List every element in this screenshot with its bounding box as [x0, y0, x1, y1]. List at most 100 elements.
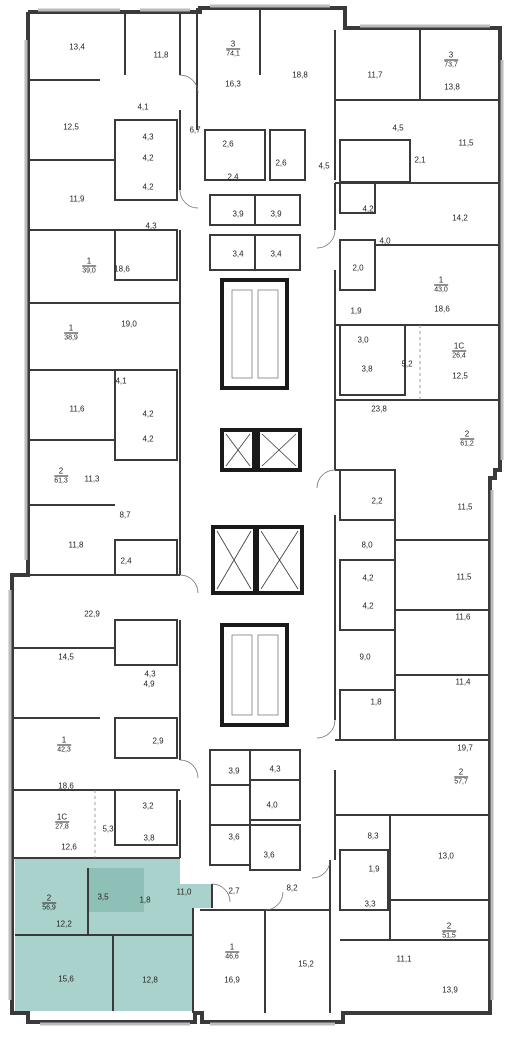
room-area-label: 1,9	[368, 864, 380, 874]
apartment-marker[interactable]: 2 61,3	[54, 467, 68, 486]
door-swings	[179, 74, 336, 911]
apartment-rooms: 1	[229, 942, 235, 952]
apartment-rooms: 1С	[453, 341, 465, 351]
room-area-label: 3,9	[232, 209, 244, 219]
room-area-label: 4,2	[362, 601, 374, 611]
room-area-label: 2,9	[152, 736, 164, 746]
room-area-label: 11,4	[455, 677, 471, 687]
apartment-rooms: 1	[438, 275, 444, 285]
apartment-marker[interactable]: 2 61,2	[460, 430, 474, 449]
window-strips	[8, 4, 504, 1026]
apartment-rooms: 2	[46, 893, 52, 903]
apartment-area: 73,7	[444, 59, 458, 69]
apartment-area: 57,7	[454, 776, 468, 786]
room-area-label: 13,0	[438, 851, 454, 861]
room-area-label: 2,6	[275, 158, 287, 168]
room-area-label: 18,6	[114, 264, 130, 274]
apartment-marker[interactable]: 3 74,1	[226, 40, 240, 59]
room-area-label: 3,9	[228, 766, 240, 776]
room-area-label: 15,6	[58, 974, 74, 984]
room-area-label: 4,2	[142, 409, 154, 419]
apartment-marker[interactable]: 1 42,3	[57, 736, 71, 755]
room-area-label: 2,4	[120, 556, 132, 566]
room-area-label: 15,2	[298, 959, 314, 969]
room-area-label: 11,8	[153, 50, 169, 60]
room-area-label: 8,2	[286, 883, 298, 893]
apartment-area: 61,2	[460, 438, 474, 448]
room-area-label: 11,8	[68, 540, 84, 550]
room-area-label: 3,8	[143, 833, 155, 843]
apartment-marker[interactable]: 1С 27,8	[55, 813, 69, 832]
outer-walls	[10, 6, 502, 1024]
apartment-area: 27,8	[55, 821, 69, 831]
room-area-label: 11,6	[455, 612, 471, 622]
room-area-label: 3,4	[232, 249, 244, 259]
room-area-label: 18,6	[58, 781, 74, 791]
room-area-label: 11,5	[458, 138, 474, 148]
apartment-rooms: 1	[61, 735, 67, 745]
apartment-rooms: 3	[448, 50, 454, 60]
apartment-area: 56,9	[42, 902, 56, 912]
apartment-marker[interactable]: 1С 26,4	[452, 342, 466, 361]
apartment-rooms: 2	[464, 429, 470, 439]
room-area-label: 3,2	[142, 801, 154, 811]
room-area-label: 4,2	[142, 182, 154, 192]
room-area-label: 9,0	[359, 652, 371, 662]
room-area-label: 2,7	[228, 886, 240, 896]
room-area-label: 2,6	[222, 139, 234, 149]
room-area-label: 23,8	[371, 404, 387, 414]
apartment-marker[interactable]: 2 51,5	[442, 922, 456, 941]
room-area-label: 3,6	[263, 850, 275, 860]
room-area-label: 4,2	[142, 434, 154, 444]
room-area-label: 4,2	[362, 573, 374, 583]
apartment-area: 46,6	[225, 951, 239, 961]
room-area-label: 4,1	[137, 102, 149, 112]
dashed-partitions	[94, 325, 421, 858]
apartment-rooms: 3	[230, 39, 236, 49]
room-area-label: 4,5	[318, 161, 330, 171]
apartment-rooms: 1	[68, 323, 74, 333]
apartment-rooms: 2	[446, 921, 452, 931]
room-area-label: 14,5	[58, 652, 74, 662]
room-area-label: 12,2	[56, 919, 72, 929]
room-area-label: 13,8	[444, 82, 460, 92]
room-area-label: 1,8	[370, 697, 382, 707]
room-area-label: 4,3	[144, 669, 156, 679]
room-area-label: 12,5	[63, 122, 79, 132]
room-area-label: 11,1	[396, 954, 412, 964]
apartment-marker[interactable]: 1 46,6	[225, 943, 239, 962]
apartment-marker[interactable]: 1 38,9	[64, 324, 78, 343]
room-area-label: 11,7	[367, 70, 383, 80]
apartment-rooms: 2	[58, 466, 64, 476]
apartment-marker[interactable]: 1 43,0	[434, 276, 448, 295]
room-area-label: 8,0	[361, 540, 373, 550]
apartment-marker[interactable]: 2 57,7	[454, 768, 468, 787]
room-area-label: 4,0	[379, 236, 391, 246]
room-area-label: 14,2	[452, 213, 468, 223]
room-area-label: 4,9	[143, 679, 155, 689]
room-area-label: 4,2	[142, 153, 154, 163]
room-area-label: 2,2	[371, 496, 383, 506]
room-area-label: 12,8	[142, 975, 158, 985]
room-area-label: 3,9	[270, 209, 282, 219]
room-area-label: 4,1	[115, 376, 127, 386]
room-area-label: 3,4	[270, 249, 282, 259]
apartment-area: 39,0	[82, 265, 96, 275]
room-area-label: 11,0	[176, 887, 192, 897]
elevator-shafts	[216, 433, 299, 590]
apartment-rooms: 1С	[56, 812, 68, 822]
room-area-label: 3,6	[228, 832, 240, 842]
room-area-label: 18,6	[434, 304, 450, 314]
apartment-marker[interactable]: 1 39,0	[82, 257, 96, 276]
room-area-label: 11,3	[84, 474, 100, 484]
room-area-label: 13,4	[69, 42, 85, 52]
room-area-label: 19,0	[121, 319, 137, 329]
room-area-label: 3,5	[97, 892, 109, 902]
apartment-marker[interactable]: 3 73,7	[444, 51, 458, 70]
room-area-label: 2,4	[227, 172, 239, 182]
apartment-marker-selected[interactable]: 2 56,9	[42, 894, 56, 913]
room-area-label: 4,3	[145, 221, 157, 231]
room-area-label: 18,8	[292, 70, 308, 80]
room-area-label: 4,0	[266, 800, 278, 810]
apartment-area: 38,9	[64, 332, 78, 342]
